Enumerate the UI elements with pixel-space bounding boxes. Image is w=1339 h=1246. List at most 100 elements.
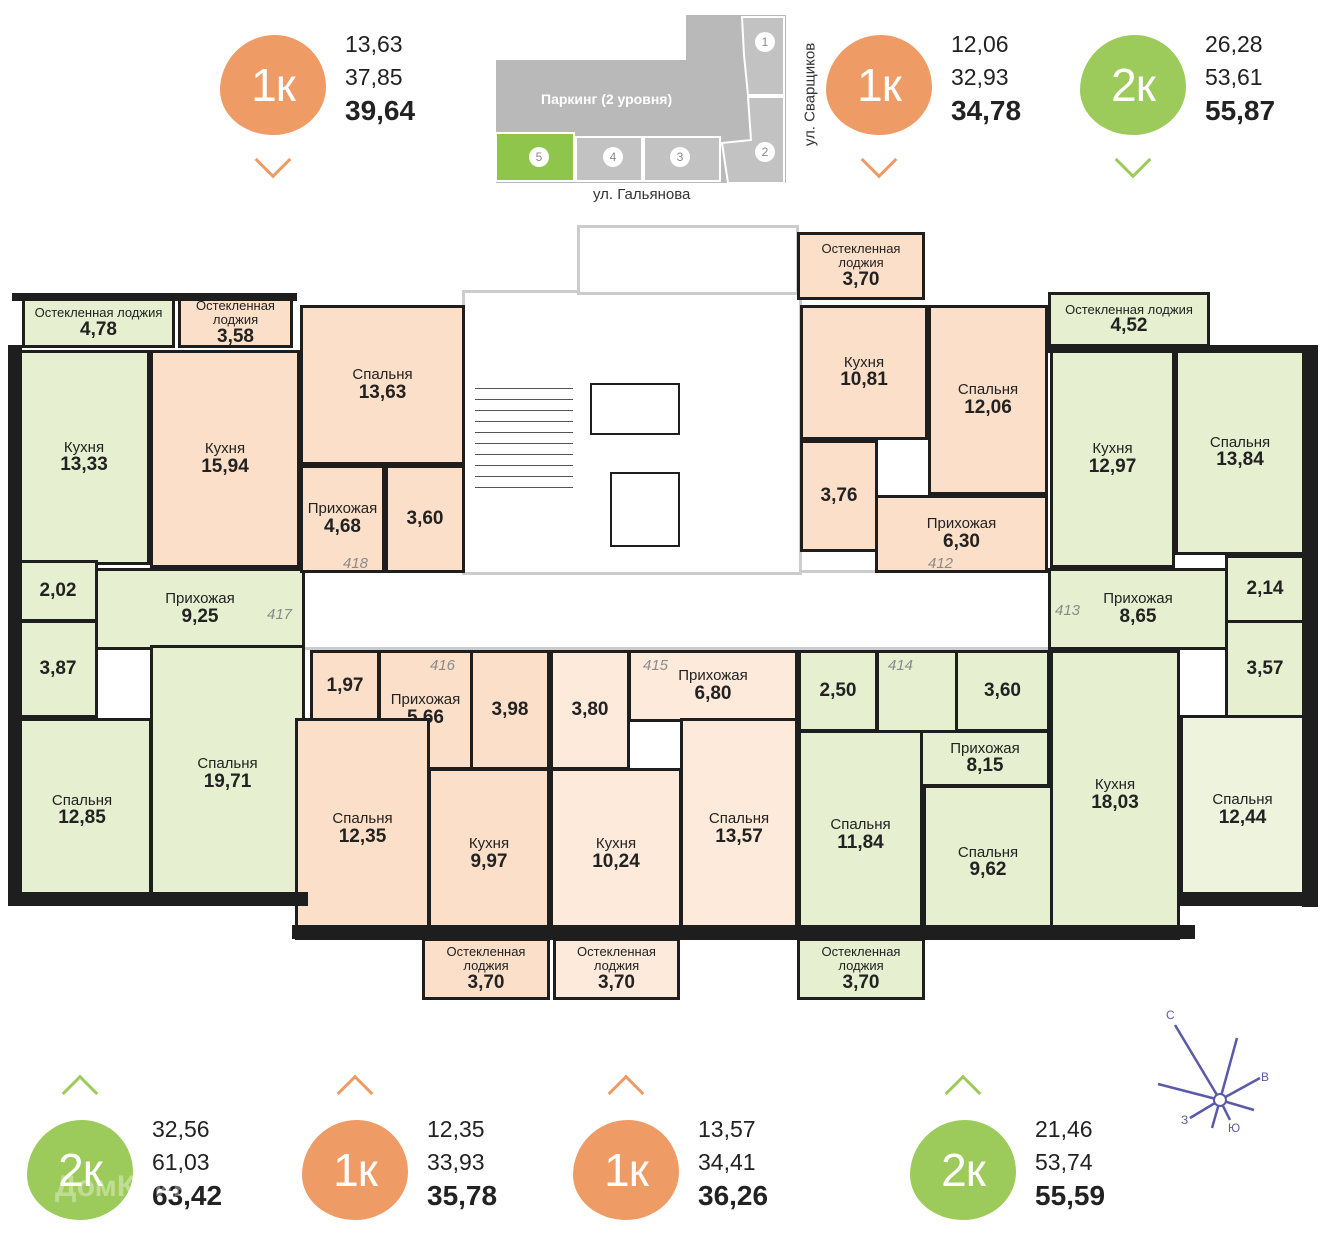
area-total: 36,26: [698, 1180, 769, 1211]
apartment-number: 412: [928, 555, 954, 572]
compass-west: З: [1181, 1113, 1189, 1127]
apartment-type-badge[interactable]: 2к: [910, 1120, 1016, 1220]
room-413: 2,14: [1225, 555, 1305, 623]
room-name: Кухня: [63, 438, 105, 456]
apartment-number: 416: [430, 657, 456, 674]
apartment-type-badge[interactable]: 2к: [1080, 35, 1186, 135]
room-area: 9,97: [470, 850, 508, 872]
apartment-number: 413: [1055, 602, 1081, 619]
chevron-down-icon[interactable]: [1114, 141, 1152, 179]
wall: [1180, 892, 1318, 906]
stair-step: [475, 432, 573, 433]
apartment-type-badge[interactable]: 1к: [220, 35, 326, 135]
room-name: Прихожая: [390, 691, 461, 709]
room-413: 3,57: [1225, 620, 1305, 718]
room-area: 6,80: [694, 682, 732, 704]
room-name: Спальня: [197, 755, 258, 773]
room-name: Прихожая: [307, 500, 378, 518]
apartment-type-badge[interactable]: 2к: [27, 1120, 133, 1220]
chevron-down-icon[interactable]: [254, 141, 292, 179]
room-area: 11,84: [837, 831, 884, 853]
section-3[interactable]: 3: [670, 147, 690, 167]
room-area: 13,84: [1216, 449, 1264, 471]
area-total: 63,42: [152, 1180, 223, 1211]
room-area: 1,97: [326, 675, 364, 697]
room-area: 13,33: [60, 454, 108, 476]
room-418: 3,60: [385, 465, 465, 573]
room-area: 12,35: [338, 825, 387, 847]
wall: [1302, 345, 1318, 907]
room-area: 4,52: [1110, 315, 1148, 337]
stair-step: [475, 443, 573, 444]
room-name: Прихожая: [165, 590, 235, 608]
room-name: Кухня: [1094, 776, 1136, 794]
chevron-up-icon[interactable]: [61, 1074, 99, 1112]
area-total: 34,78: [951, 95, 1022, 126]
room-area: 12,06: [964, 396, 1012, 418]
area-total: 35,78: [427, 1180, 498, 1211]
room-name: Спальня: [332, 810, 393, 828]
apartment-type-badge[interactable]: 1к: [573, 1120, 679, 1220]
area-line2: 61,03: [152, 1149, 210, 1175]
room-area: 12,97: [1088, 455, 1137, 477]
area-line1: 12,35: [427, 1116, 485, 1142]
section-2[interactable]: 2: [755, 142, 775, 162]
room-name: Прихожая: [1103, 590, 1173, 608]
apartment-type-badge[interactable]: 1к: [302, 1120, 408, 1220]
room-name: Прихожая: [926, 515, 997, 533]
area-line2: 32,93: [951, 64, 1009, 90]
room-417: 3,87: [18, 620, 98, 718]
stair-step: [475, 410, 573, 411]
elevator-shaft: [590, 383, 680, 435]
room-area: 2,14: [1246, 578, 1284, 600]
room-name: Остекленная лоджия: [821, 241, 901, 271]
section-5-selected[interactable]: 5: [529, 147, 549, 167]
wall: [1045, 345, 1318, 353]
watermark: ДомКлик: [55, 1170, 188, 1203]
area-total: 39,64: [345, 95, 416, 126]
room-area: 10,81: [840, 369, 888, 391]
chevron-up-icon[interactable]: [607, 1074, 645, 1112]
elevator-shaft: [610, 472, 680, 547]
street-right-label: ул. Сварщиков: [801, 42, 819, 147]
room-412: 3,76: [800, 440, 878, 552]
room-name: Спальня: [352, 366, 413, 384]
wall: [8, 345, 22, 905]
room-area: 12,85: [58, 807, 106, 829]
site-map: Паркинг (2 уровня) 1 2 3 4 5: [496, 15, 786, 185]
room-name: Спальня: [51, 791, 113, 809]
room-area: 3,70: [598, 971, 635, 993]
room-area: 13,57: [715, 825, 763, 847]
room-name: Остекленная лоджия: [196, 298, 275, 328]
room-area: 3,80: [571, 699, 609, 721]
room-area: 19,71: [203, 770, 252, 792]
room-name: Спальня: [708, 810, 770, 828]
room-name: Остекленная лоджия: [821, 944, 901, 974]
chevron-up-icon[interactable]: [944, 1074, 982, 1112]
apartment-type-badge[interactable]: 1к: [826, 35, 932, 135]
section-1[interactable]: 1: [755, 32, 775, 52]
room-area: 10,24: [592, 850, 640, 872]
room-area: 3,98: [491, 699, 529, 721]
area-line1: 13,57: [698, 1116, 756, 1142]
chevron-down-icon[interactable]: [860, 141, 898, 179]
section-4[interactable]: 4: [603, 147, 623, 167]
apartment-number: 417: [267, 606, 293, 623]
area-line2: 53,61: [1205, 64, 1263, 90]
room-417: 2,02: [18, 560, 98, 622]
room-name: Остекленная лоджия: [1065, 301, 1193, 317]
room-414: 2,50: [798, 650, 878, 732]
chevron-up-icon[interactable]: [336, 1074, 374, 1112]
